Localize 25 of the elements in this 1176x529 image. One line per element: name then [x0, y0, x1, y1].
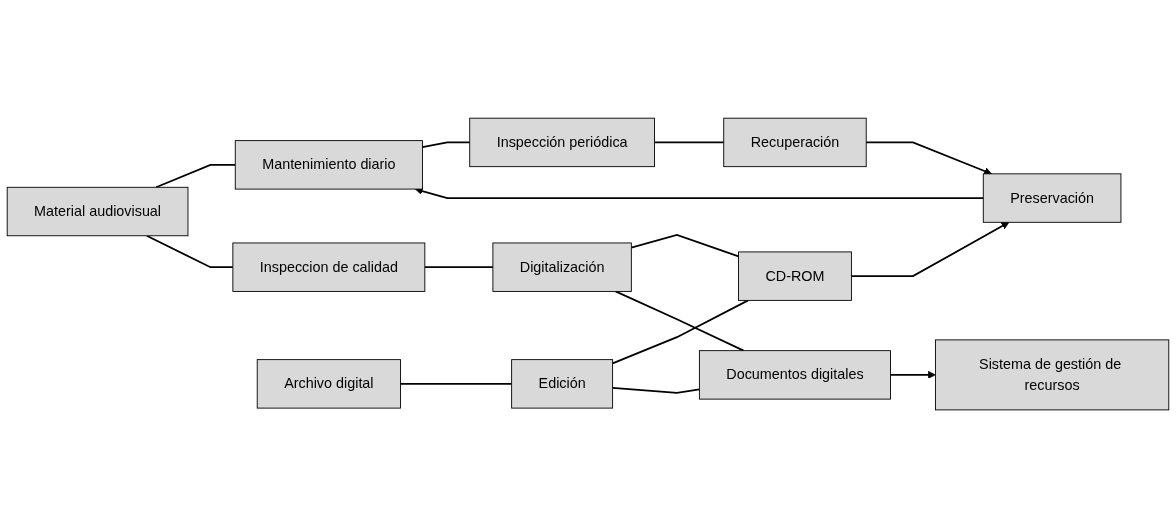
node-box: Preservación: [982, 173, 1122, 224]
connector: [399, 383, 513, 386]
node-box: Inspección periódica: [469, 118, 655, 168]
arrow: [889, 371, 936, 380]
connector: [653, 141, 725, 144]
connector: [630, 234, 740, 258]
node-box: Edición: [511, 359, 614, 409]
node-box: Mantenimiento diario: [234, 140, 423, 190]
connector: [423, 266, 494, 269]
connector: [421, 141, 471, 149]
node-box: Archivo digital: [256, 359, 401, 409]
arrow: [865, 141, 992, 176]
connector: [611, 387, 701, 395]
node-box: CD-ROM: [738, 251, 852, 302]
arrow: [414, 187, 985, 200]
node-box: Inspeccion de calidad: [232, 242, 426, 293]
node-box: Material audiovisual: [6, 187, 189, 237]
node-box: Documentos digitales: [698, 350, 891, 401]
node-box: Digitalización: [492, 242, 632, 293]
node-box: Recuperación: [723, 118, 867, 168]
connector: [611, 299, 749, 365]
arrow: [850, 222, 1010, 278]
connector: [614, 290, 745, 352]
node-box: Sistema de gestión de recursos: [934, 339, 1170, 411]
connector: [155, 164, 237, 189]
